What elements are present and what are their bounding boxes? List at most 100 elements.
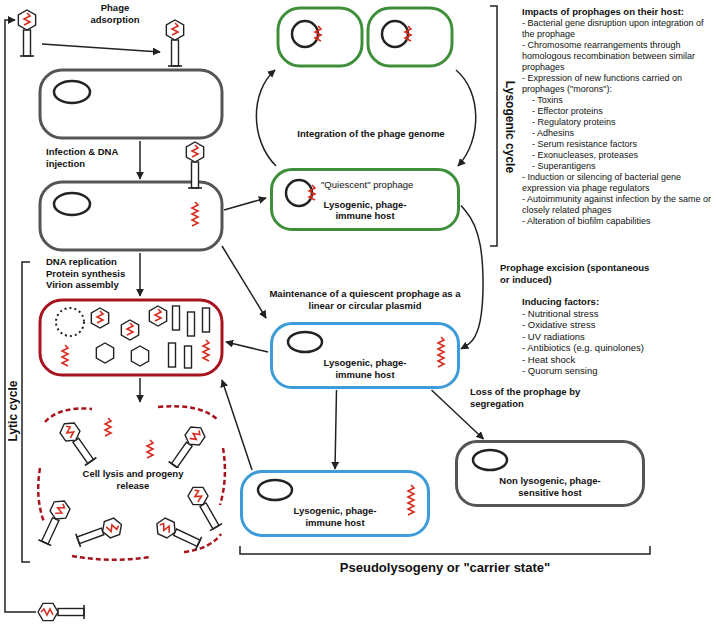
phage-baseplate xyxy=(83,605,85,619)
phage-dna xyxy=(203,340,209,361)
capsid-outline xyxy=(121,320,138,340)
bacterial-chromosome xyxy=(56,308,84,336)
adsorption-arrow xyxy=(42,44,160,52)
phage-tail xyxy=(192,162,199,188)
phage xyxy=(18,10,35,56)
bacterial-chromosome xyxy=(54,193,90,215)
phage-dna xyxy=(41,609,53,615)
bacterial-chromosome xyxy=(473,450,507,470)
phage-dna xyxy=(64,425,76,438)
phage-dna xyxy=(309,185,315,200)
lysed-membrane xyxy=(72,556,150,560)
step-label: Infection & DNA injection xyxy=(46,146,128,169)
phage-capsid xyxy=(186,142,203,162)
step-label: Lytic cycle xyxy=(6,366,20,456)
step-label: DNA replication Protein synthesis Virion… xyxy=(46,256,134,291)
phage-capsid xyxy=(38,603,58,620)
capsid-outline xyxy=(18,10,35,30)
virion-assembly xyxy=(62,306,210,368)
phage-tail xyxy=(77,528,104,543)
phage-tail xyxy=(174,529,201,546)
phage-dna xyxy=(155,309,161,321)
list-item: - Nutritional stress xyxy=(522,308,702,320)
list-item: - Induction or silencing of bacterial ge… xyxy=(522,172,712,194)
capsid-outline xyxy=(131,346,148,366)
list-item: - Adhesins xyxy=(532,128,712,139)
phage-dna xyxy=(438,337,444,367)
bacterial-chromosome xyxy=(382,21,408,47)
phage-dna xyxy=(158,522,171,533)
phage-dna xyxy=(105,418,111,436)
list-item: - Autoimmunity against infection by the … xyxy=(522,194,712,216)
bacterial-chromosome xyxy=(288,332,322,352)
bacterial-cell: "Quiescent" prophageLysogenic, phage-imm… xyxy=(270,168,460,231)
phage xyxy=(57,419,98,467)
capsid-outline xyxy=(186,142,203,162)
capsid-outline xyxy=(100,516,125,539)
phage-capsid xyxy=(100,516,125,539)
phage-dna xyxy=(127,323,133,335)
phage-dna xyxy=(55,502,66,515)
phage-capsid xyxy=(96,343,113,363)
phage-tail xyxy=(188,312,195,336)
phage-dna xyxy=(405,26,411,41)
phage-tail xyxy=(200,503,219,529)
phage-tail xyxy=(171,442,192,467)
phage-tail xyxy=(169,343,176,367)
induction-arrow xyxy=(222,380,252,470)
infection-arrow xyxy=(139,141,141,179)
list-item: - Alteration of biofilm capabilities xyxy=(522,216,712,227)
phage-tail xyxy=(42,518,59,545)
phage-capsid xyxy=(57,419,83,445)
bacterial-cell xyxy=(40,70,222,138)
lysed-membrane xyxy=(38,468,44,522)
phage-dna xyxy=(106,523,119,533)
phage-dna xyxy=(408,485,414,515)
capsid-outline xyxy=(153,516,178,540)
capsid-outline xyxy=(182,423,208,449)
list-item: - Quorum sensing xyxy=(522,365,702,377)
capsid-outline xyxy=(38,603,58,620)
phage-dna xyxy=(147,440,153,458)
phage-tail xyxy=(73,438,94,463)
phage-baseplate xyxy=(188,187,202,189)
list-item: - Toxins xyxy=(532,95,712,106)
phage-capsid xyxy=(91,308,108,328)
transition-arrow xyxy=(461,206,483,349)
step-label: Maintenance of a quiescent prophage as a… xyxy=(266,288,464,311)
cycle-loop xyxy=(5,20,36,612)
lysed-membrane xyxy=(220,448,225,505)
step-label: Cell lysis and progeny release xyxy=(78,468,188,491)
lysed-membrane xyxy=(45,409,92,422)
list-item: - Expression of new functions carried on… xyxy=(522,73,712,95)
bacterial-cell: Lysogenic, phage-immune host xyxy=(240,470,430,537)
replication-arrow xyxy=(139,253,141,296)
bacterial-chromosome xyxy=(258,480,292,500)
capsid-outline xyxy=(91,308,108,328)
phage-tail xyxy=(24,30,31,56)
phage-tail xyxy=(203,308,210,332)
lysed-membrane xyxy=(158,406,218,420)
division-arrow xyxy=(256,70,276,166)
phage-capsid xyxy=(182,423,208,449)
cell-label: Lysogenic, phage-immune host xyxy=(310,357,420,380)
list-item: - Chromosome rearrangements through homo… xyxy=(522,40,712,73)
phage xyxy=(37,497,72,546)
induction-arrow xyxy=(226,342,268,352)
phage-capsid xyxy=(149,306,166,326)
plasmid-arrow xyxy=(222,246,266,318)
capsid-outline xyxy=(186,483,211,509)
cell-label: "Quiescent" prophage xyxy=(321,179,413,191)
phage-baseplate xyxy=(76,534,81,547)
list-heading: Inducing factors: xyxy=(522,296,702,308)
phage-capsid xyxy=(121,320,138,340)
step-label: Lysogenic cycle xyxy=(503,79,517,175)
cell-label: Lysogenic, phage-immune host xyxy=(310,199,420,222)
edge-label: Loss of the prophage by segregation xyxy=(468,386,592,409)
bacterial-chromosome xyxy=(286,180,312,206)
phage-baseplate xyxy=(85,457,96,465)
list-item: - Oxidative stress xyxy=(522,319,702,331)
phage-dna xyxy=(192,488,203,501)
pseudolysogeny-bracket xyxy=(240,546,650,554)
